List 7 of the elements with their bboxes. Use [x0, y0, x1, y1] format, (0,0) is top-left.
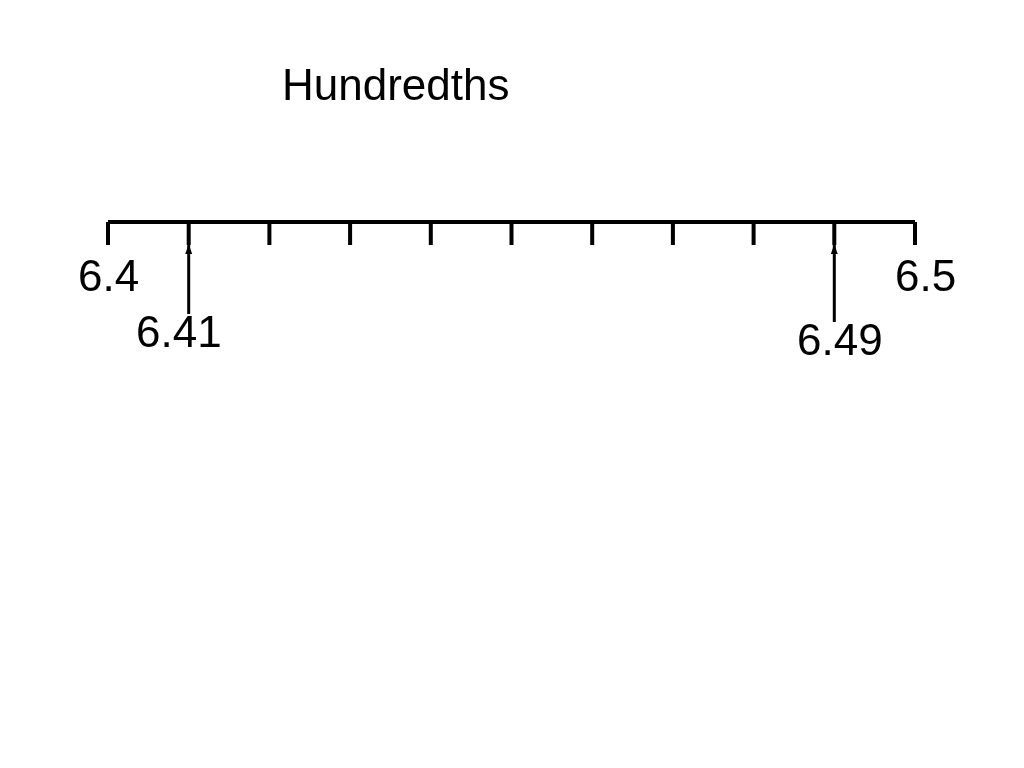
arrow: [830, 244, 838, 322]
title: Hundredths: [282, 67, 510, 103]
value-label: 6.49: [797, 322, 883, 358]
tick-label: 6.4: [78, 258, 140, 294]
value-label: 6.41: [136, 314, 222, 350]
tick-label: 6.5: [895, 258, 957, 294]
arrow: [185, 244, 193, 314]
